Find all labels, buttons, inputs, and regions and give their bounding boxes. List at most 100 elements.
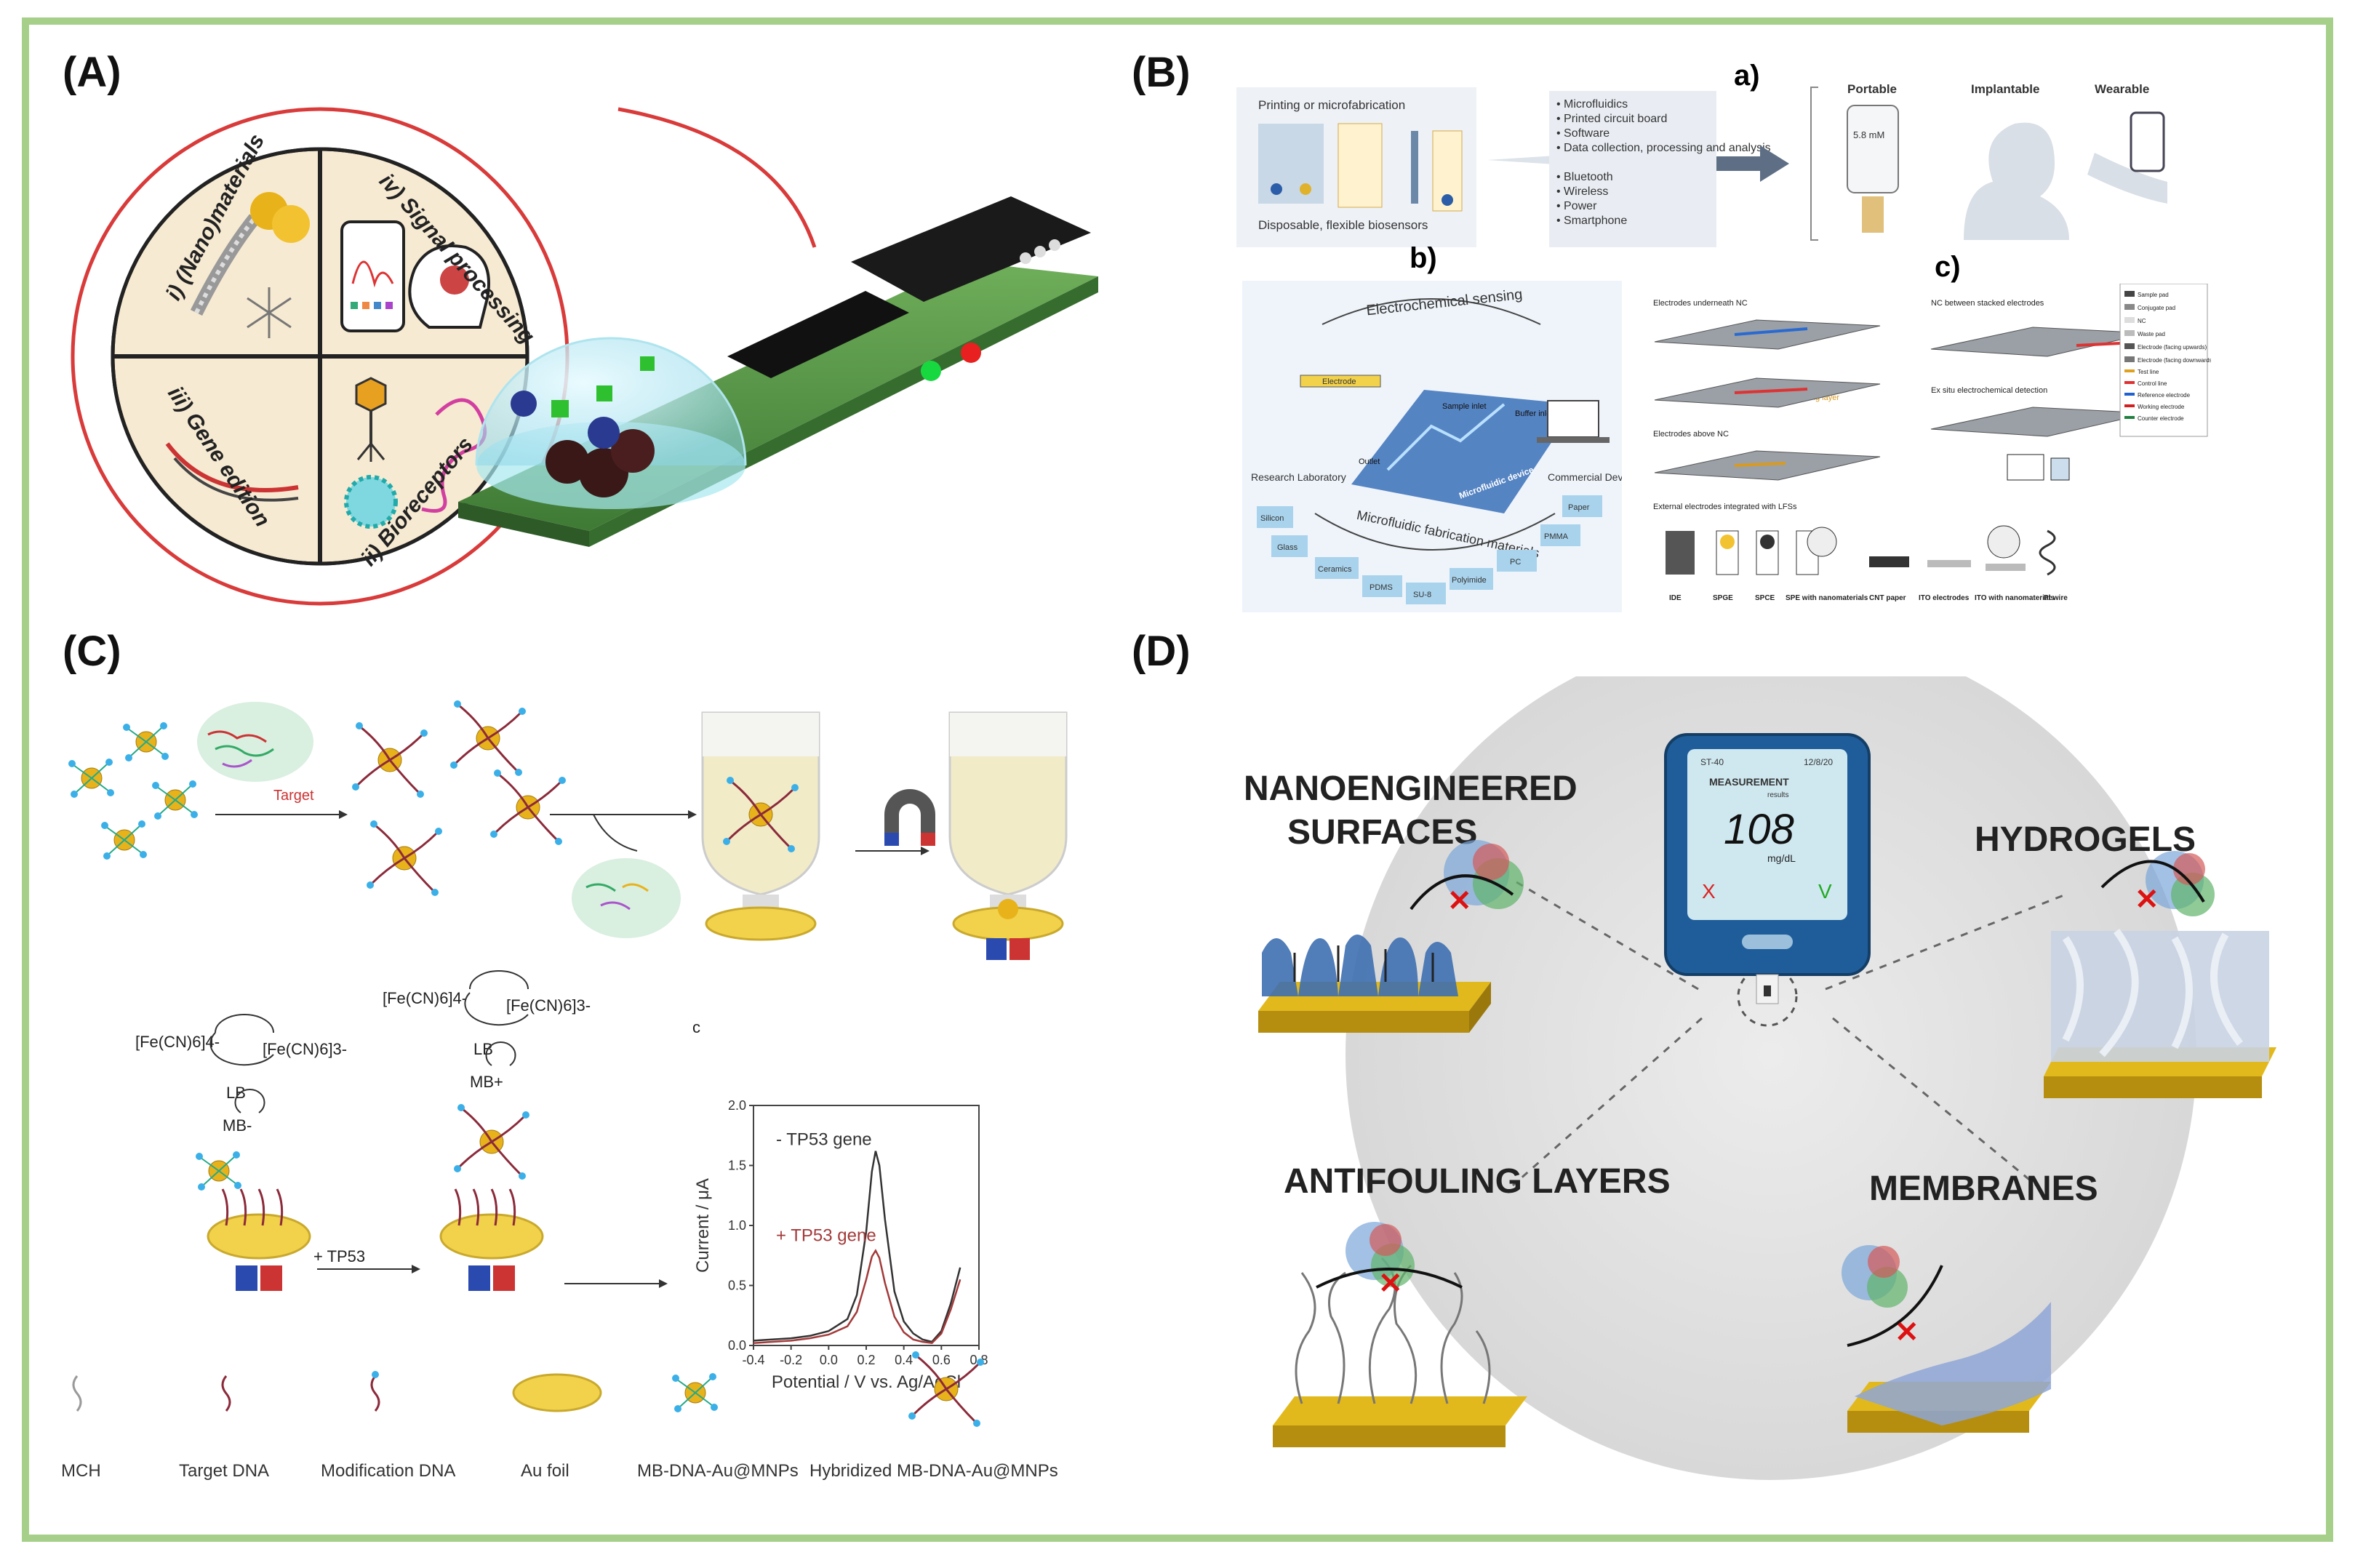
fe-right-1: [Fe(CN)6]4- (383, 989, 467, 1007)
figure-frame (22, 17, 2333, 1542)
svg-text:Waste pad: Waste pad (2138, 331, 2165, 337)
svg-text:Buffer inlet: Buffer inlet (1515, 409, 1553, 418)
legend-au-foil: Au foil (521, 1461, 569, 1481)
svg-text:Control line: Control line (2138, 380, 2167, 387)
svg-text:5.8 mM: 5.8 mM (1853, 129, 1884, 140)
svg-text:Pt wire: Pt wire (2044, 594, 2068, 602)
meter-value: 108 (1724, 806, 1794, 853)
device-label-implantable: Implantable (1971, 82, 2039, 96)
panel-d-illustration: ST-40 12/8/20 MEASUREMENT results 108 mg… (1244, 676, 2276, 1480)
svg-text:ITO electrodes: ITO electrodes (1919, 594, 1970, 602)
red-led-icon (961, 343, 981, 363)
chart-panel-letter: c (692, 1018, 700, 1036)
wrist-icon (2087, 153, 2167, 204)
protein-icon (1842, 1245, 1908, 1308)
y-tick-label: 1.0 (728, 1218, 746, 1233)
panel-c-label: (C) (63, 628, 121, 675)
electrode-type-labels: IDE SPGE SPCE SPE with nanomaterials CNT… (1669, 594, 2068, 602)
svg-text:Sample inlet: Sample inlet (1442, 402, 1487, 411)
commercial-label: Commercial Devices (1548, 471, 1622, 483)
svg-text:• Power: • Power (1556, 200, 1597, 212)
strip-diagrams (1654, 319, 2150, 481)
svg-text:Polyimide: Polyimide (1452, 576, 1487, 585)
svg-text:• Software: • Software (1556, 127, 1610, 140)
voltammogram-chart: -0.4-0.20.00.20.40.60.80.00.51.01.52.0Po… (693, 1098, 988, 1392)
series-label-1: + TP53 gene (776, 1225, 876, 1245)
fe-left-1: [Fe(CN)6]4- (135, 1033, 220, 1051)
nanoparticle-icon (250, 192, 310, 243)
disposable-caption: Disposable, flexible biosensors (1258, 218, 1428, 232)
panel-a-label: (A) (63, 49, 121, 96)
svg-text:Paper: Paper (1568, 503, 1590, 512)
x-tick-label: 0.6 (932, 1353, 951, 1367)
meter-x-icon: X (1702, 880, 1716, 903)
legend-mb-dna: MB-DNA-Au@MNPs (637, 1461, 799, 1481)
panel-c-illustration: Target [Fe(CN)6]4- [Fe(CN)6]3- LB MB- [F… (63, 699, 1068, 1481)
x-tick-label: 0.2 (857, 1353, 875, 1367)
svg-text:12/8/20: 12/8/20 (1804, 757, 1833, 767)
feature-list: • Microfluidics • Printed circuit board … (1556, 98, 1771, 227)
svg-text:NC: NC (2138, 318, 2146, 324)
electrode-icons (1666, 525, 2056, 576)
svg-text:SU-8: SU-8 (1413, 591, 1431, 599)
smartphone-icon (340, 220, 405, 332)
svg-text:results: results (1767, 791, 1788, 799)
strip-lines (1734, 327, 2121, 467)
dendrimer-icon (247, 287, 292, 338)
svg-text:Ceramics: Ceramics (1318, 565, 1352, 574)
protein-icon (1346, 1222, 1415, 1287)
brain-head-icon (408, 244, 490, 329)
series-line-0 (753, 1151, 961, 1343)
target-dna-cloud (197, 702, 313, 782)
au-electrode-right (439, 1188, 544, 1291)
svg-text:Electrode: Electrode (1322, 377, 1356, 386)
svg-text:SPCE: SPCE (1755, 594, 1775, 602)
fe-right-2: [Fe(CN)6]3- (506, 996, 591, 1015)
tp53-arrow-label: + TP53 (313, 1247, 365, 1265)
hydrogel-block (2044, 929, 2276, 1098)
sub-b-label: b) (1410, 242, 1437, 274)
legend-hybridized: Hybridized MB-DNA-Au@MNPs (809, 1461, 1058, 1481)
nano-title-line1: NANOENGINEERED (1244, 769, 1578, 808)
nanoengineered-surface-block (1258, 935, 1491, 1033)
virus-icon (344, 475, 398, 529)
svg-text:SPE with nanomaterials: SPE with nanomaterials (1786, 594, 1868, 602)
sub-a-label: a) (1734, 60, 1760, 92)
magnetic-tube-before (701, 711, 820, 941)
svg-text:mg/dL: mg/dL (1767, 852, 1796, 864)
panel-b-workflow: Printing or microfabrication Disposable,… (1236, 82, 2167, 247)
svg-text:• Wireless: • Wireless (1556, 185, 1608, 198)
svg-text:ST-40: ST-40 (1700, 757, 1724, 767)
svg-text:External electrodes integrated: External electrodes integrated with LFSs (1653, 503, 1797, 511)
membrane-block (1847, 1302, 2051, 1433)
portable-meter-icon (1847, 105, 1899, 193)
svg-text:IDE: IDE (1669, 594, 1682, 602)
x-tick-label: 0.4 (895, 1353, 913, 1367)
svg-text:Electrodes underneath NC: Electrodes underneath NC (1653, 299, 1748, 308)
panel-d-label: (D) (1132, 628, 1191, 675)
x-tick-label: 0.0 (820, 1353, 838, 1367)
mb-minus: MB- (223, 1116, 252, 1135)
svg-text:Outlet: Outlet (1359, 457, 1380, 466)
svg-text:Reference electrode: Reference electrode (2138, 392, 2191, 399)
svg-text:CNT paper: CNT paper (1869, 594, 1906, 602)
device-label-wearable: Wearable (2095, 82, 2149, 96)
microfluidic-chip-icon (1351, 390, 1577, 513)
svg-text:SPGE: SPGE (1713, 594, 1733, 602)
svg-text:PC: PC (1510, 558, 1521, 567)
svg-text:PDMS: PDMS (1370, 583, 1393, 592)
green-led-icon (921, 361, 941, 381)
research-lab-label: Research Laboratory (1251, 471, 1346, 483)
printing-title: Printing or microfabrication (1258, 98, 1405, 112)
svg-text:• Data collection, processing: • Data collection, processing and analys… (1556, 142, 1771, 154)
block-x-icon-1: ✕ (1447, 885, 1472, 917)
microfluidic-panel: Electrochemical sensing Electrode Sample… (1242, 281, 1622, 612)
nano-title-line2: SURFACES (1287, 813, 1477, 852)
y-tick-label: 0.0 (728, 1338, 746, 1353)
lateral-flow-panel: Electrodes underneath NC Electrodes abov… (1653, 284, 2211, 602)
au-electrode-left (207, 1188, 311, 1291)
protein-icon (1444, 840, 1524, 909)
dna-crispr-icon (165, 442, 299, 502)
block-x-icon-3: ✕ (1378, 1268, 1403, 1300)
series-line-1 (753, 1249, 961, 1345)
